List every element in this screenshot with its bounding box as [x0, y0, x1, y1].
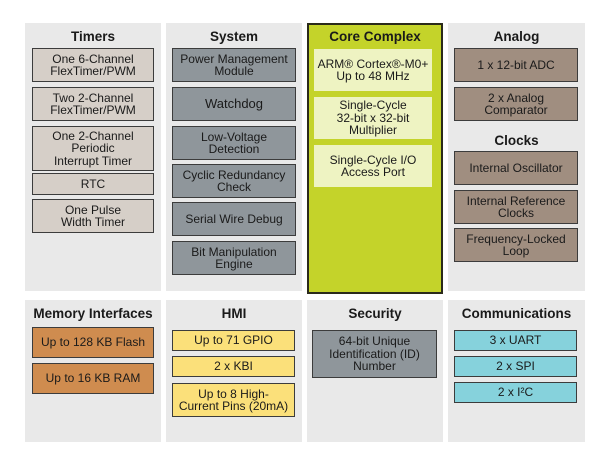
security-title: Security [348, 306, 402, 321]
communications-title: Communications [461, 306, 572, 321]
comm-block-spi: 2 x SPI [454, 356, 577, 377]
clocks-block-fll: Frequency-Locked Loop [454, 228, 578, 262]
memory-title: Memory Interfaces [33, 306, 153, 321]
hmi-block-gpio: Up to 71 GPIO [172, 330, 295, 351]
memory-block-flash: Up to 128 KB Flash [32, 327, 154, 358]
comm-block-i2c: 2 x I²C [454, 382, 577, 403]
timers-title: Timers [70, 29, 116, 44]
system-block-power-management: Power Management Module [172, 48, 296, 82]
system-panel: System Power Management Module Watchdog … [166, 23, 302, 291]
memory-panel: Memory Interfaces Up to 128 KB Flash Up … [25, 300, 161, 442]
system-block-bit-manipulation: Bit Manipulation Engine [172, 241, 296, 275]
system-block-watchdog: Watchdog [172, 87, 296, 121]
core-block-io-port: Single-Cycle I/O Access Port [314, 145, 432, 187]
hmi-panel: HMI Up to 71 GPIO 2 x KBI Up to 8 High- … [166, 300, 302, 442]
core-block-multiplier: Single-Cycle 32-bit x 32-bit Multiplier [314, 97, 432, 139]
security-panel: Security 64-bit Unique Identification (I… [307, 300, 443, 442]
clocks-title: Clocks [494, 133, 539, 148]
timers-panel: Timers One 6-Channel FlexTimer/PWM Two 2… [25, 23, 161, 291]
core-complex-panel: Core Complex ARM® Cortex®-M0+ Up to 48 M… [307, 23, 443, 294]
analog-clocks-panel: Analog 1 x 12-bit ADC 2 x Analog Compara… [448, 23, 585, 291]
timer-block-pit: One 2-Channel Periodic Interrupt Timer [32, 126, 154, 171]
security-block-unique-id: 64-bit Unique Identification (ID) Number [312, 330, 437, 378]
core-complex-title: Core Complex [329, 29, 421, 44]
timer-block-6ch-flextimer: One 6-Channel FlexTimer/PWM [32, 48, 154, 82]
memory-block-ram: Up to 16 KB RAM [32, 363, 154, 394]
timer-block-rtc: RTC [32, 173, 154, 195]
clocks-block-internal-reference: Internal Reference Clocks [454, 190, 578, 224]
hmi-title: HMI [221, 306, 247, 321]
analog-block-comparator: 2 x Analog Comparator [454, 87, 578, 121]
system-block-low-voltage: Low-Voltage Detection [172, 126, 296, 160]
core-block-arm-cortex: ARM® Cortex®-M0+ Up to 48 MHz [314, 49, 432, 91]
timer-block-2ch-flextimer: Two 2-Channel FlexTimer/PWM [32, 87, 154, 121]
timer-block-pwt: One Pulse Width Timer [32, 199, 154, 233]
hmi-block-kbi: 2 x KBI [172, 356, 295, 377]
hmi-block-high-current-pins: Up to 8 High- Current Pins (20mA) [172, 383, 295, 417]
analog-block-adc: 1 x 12-bit ADC [454, 48, 578, 82]
communications-panel: Communications 3 x UART 2 x SPI 2 x I²C [448, 300, 585, 442]
analog-title: Analog [493, 29, 540, 44]
system-block-serial-wire-debug: Serial Wire Debug [172, 202, 296, 236]
clocks-block-internal-oscillator: Internal Oscillator [454, 151, 578, 185]
comm-block-uart: 3 x UART [454, 330, 577, 351]
system-block-crc: Cyclic Redundancy Check [172, 164, 296, 198]
system-title: System [209, 29, 259, 44]
